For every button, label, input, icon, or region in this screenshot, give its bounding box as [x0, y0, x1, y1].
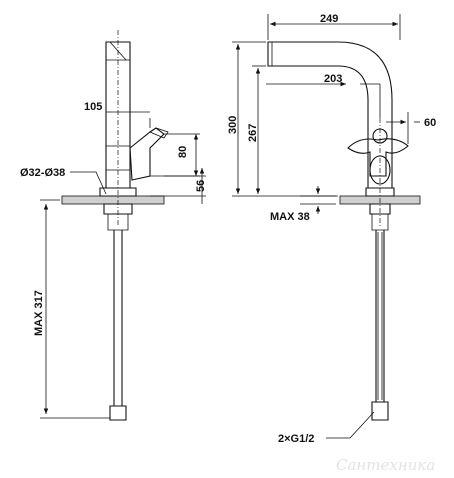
watermark: Сантехника: [336, 456, 435, 474]
side-view: [40, 30, 206, 421]
dim-300: 300: [227, 116, 239, 134]
dim-56: 56: [195, 180, 207, 192]
dim-267: 267: [247, 124, 259, 142]
spout-front: [267, 41, 393, 189]
dim-203: 203: [324, 73, 342, 85]
dim-60: 60: [424, 117, 436, 129]
cross-handle: [347, 138, 409, 177]
dim-max-38: MAX 38: [270, 211, 310, 223]
dim-249: 249: [320, 13, 338, 25]
front-view: [232, 14, 421, 439]
dim-base-diameter: Ø32-Ø38: [20, 167, 65, 179]
countertop-left: [61, 195, 165, 205]
dim-max-317: MAX 317: [33, 290, 45, 336]
dim-80: 80: [177, 146, 189, 158]
dim-connection: 2×G1/2: [278, 433, 314, 445]
dim-105: 105: [84, 101, 102, 113]
